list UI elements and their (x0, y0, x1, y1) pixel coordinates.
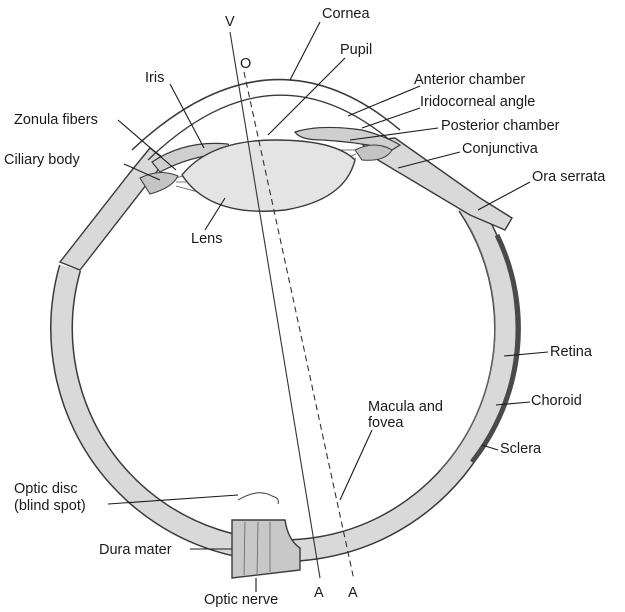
leader-macula (339, 429, 373, 501)
cornea-outer (131, 78, 401, 151)
ciliary-body-right (354, 144, 393, 161)
label-optic-disc-line2: (blind spot) (14, 498, 86, 514)
leader-ora-serrata (477, 181, 531, 211)
choroid-band (470, 233, 521, 464)
label-zonula-fibers: Zonula fibers (14, 112, 98, 128)
label-v: V (225, 14, 235, 30)
label-optic-disc-line1: Optic disc (14, 481, 78, 497)
retina-line (439, 227, 496, 471)
leader-anterior-chamber (347, 85, 421, 117)
leader-pupil (267, 57, 346, 136)
leader-iridocorneal-angle (361, 107, 421, 129)
leader-retina (503, 351, 549, 357)
leader-iris (169, 83, 205, 149)
leader-optic-disc (107, 494, 239, 505)
leader-ciliary-body (123, 163, 161, 181)
leader-lens (204, 197, 226, 231)
optic-disc-shape (237, 492, 279, 505)
label-optic-nerve: Optic nerve (204, 592, 278, 608)
leader-conjunctiva (397, 151, 461, 169)
label-ora-serrata: Ora serrata (532, 169, 606, 185)
iris-right (294, 126, 402, 151)
label-choroid: Choroid (531, 393, 582, 409)
optical-axis-o (243, 71, 355, 581)
label-a-left: A (314, 585, 324, 601)
label-o: O (240, 56, 251, 72)
cornea-inner (147, 94, 393, 161)
label-macula-line1: Macula and (368, 399, 443, 415)
sclera-right-front (358, 137, 513, 231)
leader-choroid (495, 401, 531, 406)
lens-shape (181, 139, 356, 212)
leader-cornea (289, 21, 321, 81)
label-macula-line2: fovea (368, 415, 404, 431)
label-pupil: Pupil (340, 42, 372, 58)
label-posterior-chamber: Posterior chamber (441, 118, 560, 134)
sclera-fill (51, 199, 516, 561)
optic-nerve-fibers (243, 521, 271, 576)
label-sclera: Sclera (500, 441, 542, 457)
label-conjunctiva: Conjunctiva (462, 141, 539, 157)
label-ciliary-body: Ciliary body (4, 152, 80, 168)
label-lens: Lens (191, 231, 222, 247)
label-a-right: A (348, 585, 358, 601)
optic-nerve-shape (231, 519, 301, 579)
leader-zonula-fibers (117, 119, 177, 171)
ciliary-body-left (139, 172, 179, 195)
label-iridocorneal-angle: Iridocorneal angle (420, 94, 535, 110)
label-dura-mater: Dura mater (99, 542, 172, 558)
label-anterior-chamber: Anterior chamber (414, 72, 525, 88)
leader-posterior-chamber (349, 127, 439, 141)
visual-axis-v (229, 31, 321, 579)
label-retina: Retina (550, 344, 593, 360)
leader-sclera (481, 444, 499, 451)
label-cornea: Cornea (322, 6, 370, 22)
label-iris: Iris (145, 70, 164, 86)
